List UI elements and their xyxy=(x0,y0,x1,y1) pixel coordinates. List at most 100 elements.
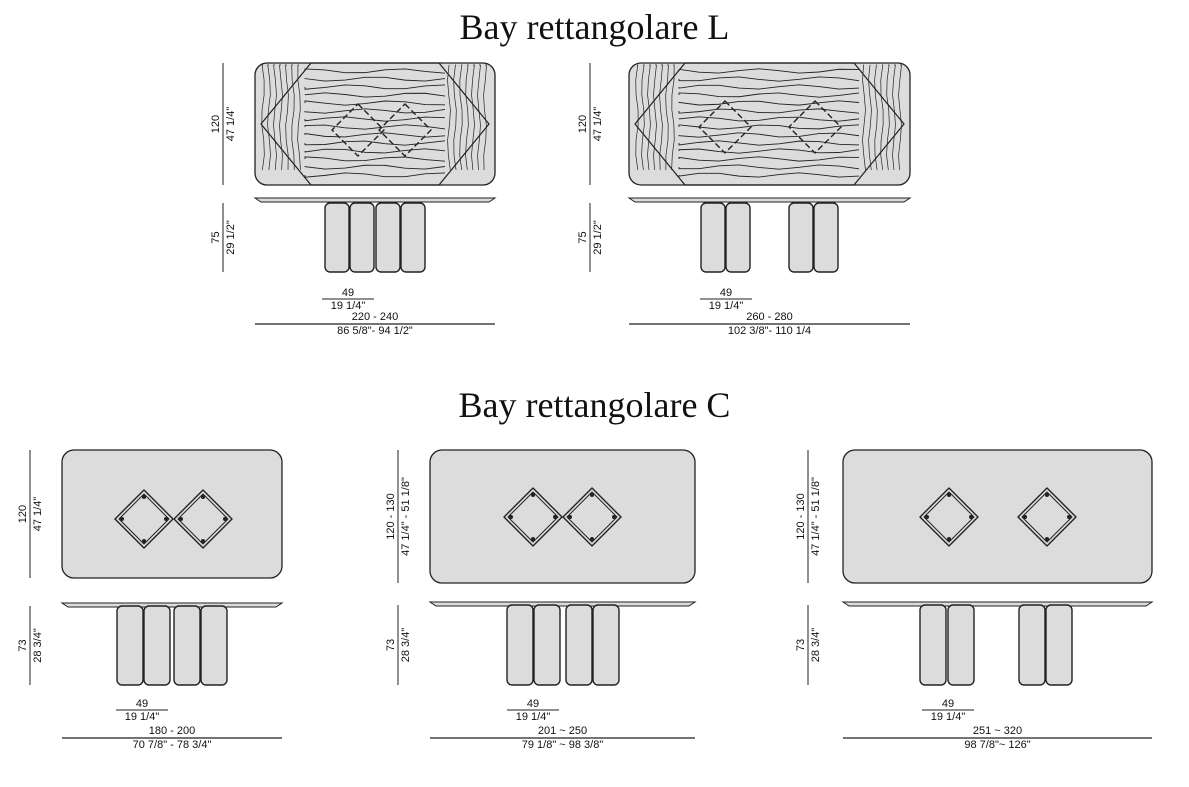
table-top-side-view xyxy=(627,197,912,203)
base-outline xyxy=(114,489,174,549)
table-leg-panel xyxy=(947,604,975,686)
wood-grain-line xyxy=(678,164,860,170)
wood-grain-line xyxy=(678,172,860,178)
wood-grain-line xyxy=(678,108,860,114)
width-cm-label: 120 - 130 xyxy=(795,493,807,539)
fixing-point xyxy=(553,515,557,519)
table-top-view xyxy=(842,449,1153,584)
fixing-point xyxy=(223,517,227,521)
width-in-label: 47 1/4" xyxy=(592,107,604,142)
fixing-point xyxy=(142,539,146,543)
base-outline-dashed xyxy=(378,103,432,157)
height-cm-label: 73 xyxy=(385,639,397,651)
fixing-point xyxy=(531,493,535,497)
fixing-point xyxy=(531,537,535,541)
wood-grain-line xyxy=(641,64,645,171)
length-in-label: 70 7/8" - 78 3/4" xyxy=(133,739,212,751)
wood-grain-line xyxy=(880,64,884,171)
wood-grain-line xyxy=(653,64,657,171)
table-top-side-view xyxy=(841,601,1154,607)
width-cm-label: 120 - 130 xyxy=(385,493,397,539)
table-leg-panel xyxy=(533,604,561,686)
table-top-view xyxy=(628,62,911,186)
base-outline xyxy=(173,489,233,549)
table-leg-panel xyxy=(592,604,620,686)
table-top-side-view xyxy=(253,197,497,203)
table-leg-panel xyxy=(506,604,534,686)
height-cm-label: 75 xyxy=(577,231,589,243)
length-cm-label: 201 ~ 250 xyxy=(538,725,587,737)
length-in-label: 79 1/8" ~ 98 3/8" xyxy=(522,739,604,751)
height-in-label: 28 3/4" xyxy=(32,628,44,663)
width-cm-label: 120 xyxy=(17,505,29,523)
base-outline-dashed xyxy=(698,100,752,154)
wood-grain-line xyxy=(279,64,283,171)
height-in-label: 28 3/4" xyxy=(400,628,412,663)
table-top-view xyxy=(429,449,696,584)
wood-grain-line xyxy=(886,64,890,171)
wood-grain-line xyxy=(304,108,446,114)
fixing-point xyxy=(164,517,168,521)
base-outline xyxy=(919,487,979,547)
fixing-point xyxy=(947,493,951,497)
fixing-point xyxy=(925,515,929,519)
width-in-label: 47 1/4" - 51 1/8" xyxy=(810,477,822,556)
table-leg-panel xyxy=(349,202,375,273)
fixing-point xyxy=(1045,537,1049,541)
width-cm-label: 120 xyxy=(577,115,589,133)
wood-grain-line xyxy=(678,100,860,106)
base-in-label: 19 1/4" xyxy=(709,300,744,312)
wood-grain-line xyxy=(465,64,469,171)
base-outline-inner xyxy=(1021,491,1073,543)
wood-grain-line xyxy=(459,64,463,171)
length-cm-label: 251 ~ 320 xyxy=(973,725,1022,737)
base-cm-label: 49 xyxy=(720,287,732,299)
table-leg-panel xyxy=(919,604,947,686)
wood-grain-line xyxy=(285,64,289,171)
width-cm-label: 120 xyxy=(210,115,222,133)
wood-grain-line xyxy=(447,64,451,171)
wood-grain-line xyxy=(874,64,878,171)
base-cm-label: 49 xyxy=(942,698,954,710)
table-leg-panel xyxy=(400,202,426,273)
fixing-point xyxy=(1045,493,1049,497)
fixing-point xyxy=(590,537,594,541)
base-outline-inner xyxy=(923,491,975,543)
wood-grain-line xyxy=(671,64,675,171)
table-leg-panel xyxy=(725,202,751,273)
wood-grain-line xyxy=(304,172,446,178)
length-in-label: 86 5/8"- 94 1/2" xyxy=(337,325,413,337)
section-title-c: Bay rettangolare C xyxy=(458,385,731,425)
fixing-point xyxy=(201,539,205,543)
wood-grain-line xyxy=(304,132,446,138)
table-leg-panel xyxy=(1018,604,1046,686)
wood-grain-line xyxy=(868,64,872,171)
wood-grain-line xyxy=(635,64,639,171)
base-outline xyxy=(562,487,622,547)
base-in-label: 19 1/4" xyxy=(516,711,551,723)
wood-grain-line xyxy=(291,64,295,171)
wood-grain-line xyxy=(477,64,481,171)
wood-grain-line xyxy=(678,68,860,74)
height-cm-label: 73 xyxy=(795,639,807,651)
wood-grain-line xyxy=(678,116,860,122)
table-top-side-view xyxy=(428,601,697,607)
table-leg-panel xyxy=(1045,604,1073,686)
table-leg-panel xyxy=(324,202,350,273)
base-cm-label: 49 xyxy=(342,287,354,299)
marquetry-hexagon xyxy=(260,62,490,186)
wood-grain-line xyxy=(647,64,651,171)
wood-grain-line xyxy=(304,76,446,82)
fixing-point xyxy=(509,515,513,519)
wood-grain-line xyxy=(304,100,446,106)
wood-grain-line xyxy=(471,64,475,171)
base-outline-inner xyxy=(507,491,559,543)
length-cm-label: 260 - 280 xyxy=(746,311,792,323)
fixing-point xyxy=(612,515,616,519)
fixing-point xyxy=(201,495,205,499)
base-outline-inner xyxy=(177,493,229,545)
base-in-label: 19 1/4" xyxy=(331,300,366,312)
base-cm-label: 49 xyxy=(136,698,148,710)
